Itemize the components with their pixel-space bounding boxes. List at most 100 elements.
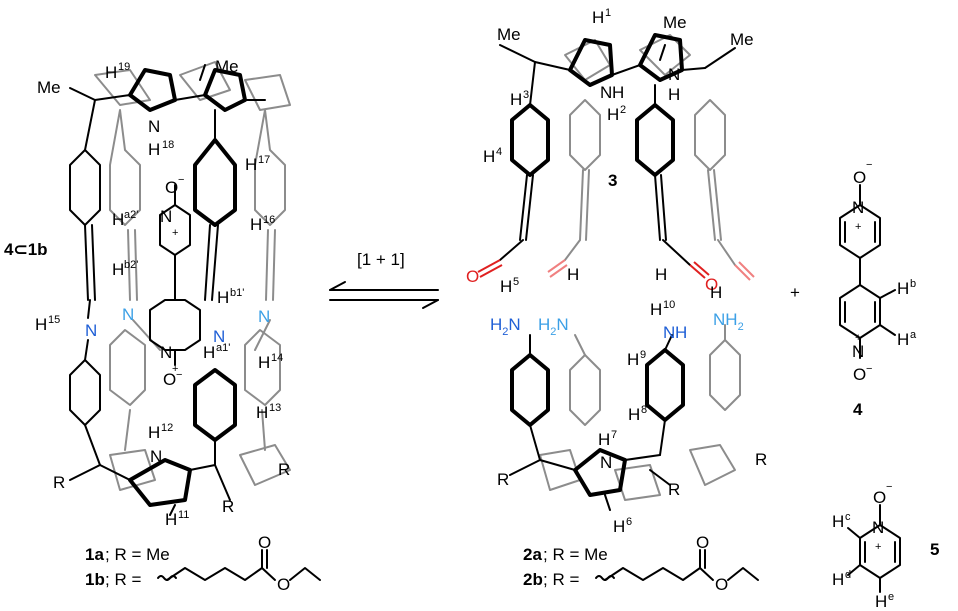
svg-text:; R =: ; R =	[543, 570, 579, 589]
svg-text:b: b	[910, 278, 916, 290]
svg-text:H: H	[832, 512, 844, 531]
compound-5-label: 5	[930, 540, 939, 559]
svg-text:H: H	[148, 423, 160, 442]
cage-r-center: R	[222, 497, 234, 516]
compound-3-front	[499, 33, 736, 266]
svg-text:H: H	[668, 85, 680, 104]
svg-text:H: H	[897, 330, 909, 349]
svg-text:H: H	[613, 517, 625, 536]
svg-text:15: 15	[48, 314, 60, 326]
svg-text:O: O	[705, 275, 718, 294]
svg-text:14: 14	[271, 352, 283, 364]
svg-text:a2': a2'	[124, 209, 138, 221]
imine-n-front-left: N	[85, 321, 97, 340]
svg-text:H: H	[832, 570, 844, 589]
svg-text:H: H	[148, 140, 160, 159]
svg-text:; R = Me: ; R = Me	[543, 545, 608, 564]
svg-text:; R =: ; R =	[105, 570, 141, 589]
compound-3: O H 5 H H O H Me Me Me H 1 N H H 2 N H H…	[466, 7, 755, 302]
svg-text:N: N	[852, 342, 864, 361]
svg-text:H: H	[627, 350, 639, 369]
svg-text:18: 18	[162, 139, 174, 151]
svg-text:+: +	[172, 227, 178, 239]
svg-text:; R = Me: ; R = Me	[105, 545, 170, 564]
svg-text:O: O	[873, 488, 886, 507]
svg-text:5: 5	[513, 276, 519, 288]
svg-text:Me: Me	[497, 25, 521, 44]
imine-n-back-left: N	[122, 305, 134, 324]
svg-text:17: 17	[258, 154, 270, 166]
svg-text:c: c	[845, 511, 851, 523]
svg-text:1b: 1b	[85, 570, 105, 589]
aldehyde-front-right	[689, 264, 706, 279]
svg-text:H: H	[165, 510, 177, 529]
svg-text:a1': a1'	[216, 342, 230, 354]
compound-3-label: 3	[608, 171, 617, 190]
cage-complex: Me Me H 19 N H 18 H 17 H 16 O − N + H a2…	[4, 57, 291, 529]
svg-text:N: N	[852, 198, 864, 217]
svg-text:H: H	[607, 105, 619, 124]
compound-5: O − N + H c H d H e 5	[832, 481, 939, 611]
svg-text:19: 19	[118, 61, 130, 73]
svg-text:N: N	[148, 117, 160, 136]
compound-2: H2N H2N N H H 10 NH2 H 9 H 8 H 7 N H 6 R…	[490, 299, 767, 536]
svg-text:H: H	[217, 288, 229, 307]
complex-label: 4⊂1b	[4, 240, 48, 259]
imine-n-back-right: N	[258, 307, 270, 326]
cage-methyl-label: Me	[37, 78, 61, 97]
reaction-label: [1 + 1]	[357, 250, 405, 269]
svg-text:6: 6	[626, 516, 632, 528]
svg-text:2b: 2b	[523, 570, 543, 589]
svg-text:10: 10	[663, 299, 675, 311]
svg-text:H: H	[500, 277, 512, 296]
svg-text:O: O	[715, 575, 728, 594]
svg-text:H: H	[112, 210, 124, 229]
svg-text:N: N	[668, 65, 680, 84]
svg-text:O: O	[853, 168, 866, 187]
svg-text:−: −	[176, 369, 182, 381]
compound-2-front	[509, 334, 685, 511]
cage-r-left: R	[53, 473, 65, 492]
amine-legend: 2a ; R = Me 2b ; R = O O	[523, 533, 759, 594]
amine-back-left: H2N	[538, 315, 569, 338]
svg-text:12: 12	[161, 422, 173, 434]
compound-4-label: 4	[853, 400, 863, 419]
svg-text:H: H	[483, 147, 495, 166]
svg-text:H: H	[710, 283, 722, 302]
svg-text:H: H	[592, 8, 604, 27]
svg-text:8: 8	[641, 404, 647, 416]
svg-text:3: 3	[523, 89, 529, 101]
svg-text:R: R	[755, 450, 767, 469]
svg-text:9: 9	[640, 349, 646, 361]
svg-text:7: 7	[611, 429, 617, 441]
svg-text:H: H	[628, 405, 640, 424]
svg-text:N: N	[872, 518, 884, 537]
svg-text:H: H	[256, 403, 268, 422]
svg-text:−: −	[886, 481, 892, 493]
svg-text:b1': b1'	[230, 287, 244, 299]
svg-text:H: H	[245, 155, 257, 174]
svg-text:N: N	[600, 83, 612, 102]
svg-text:Me: Me	[663, 13, 687, 32]
svg-text:1a: 1a	[85, 545, 104, 564]
svg-text:4: 4	[496, 146, 502, 158]
plus-sign: +	[790, 283, 800, 302]
svg-text:H: H	[35, 315, 47, 334]
svg-text:e: e	[888, 591, 894, 603]
svg-text:H: H	[875, 592, 887, 611]
svg-text:H: H	[650, 300, 662, 319]
aldehyde-front-left	[477, 259, 501, 273]
amine-front-right: N	[663, 323, 675, 342]
svg-text:−: −	[866, 363, 872, 375]
svg-text:O: O	[258, 533, 271, 552]
svg-text:H: H	[203, 343, 215, 362]
svg-text:N: N	[600, 453, 612, 472]
svg-text:a: a	[910, 329, 917, 341]
amine-front-left: H2N	[490, 315, 521, 338]
svg-text:H: H	[655, 265, 667, 284]
imine-n-front-right: N	[213, 327, 225, 346]
svg-text:H: H	[112, 260, 124, 279]
svg-text:1: 1	[605, 7, 611, 19]
svg-text:−: −	[178, 174, 184, 186]
